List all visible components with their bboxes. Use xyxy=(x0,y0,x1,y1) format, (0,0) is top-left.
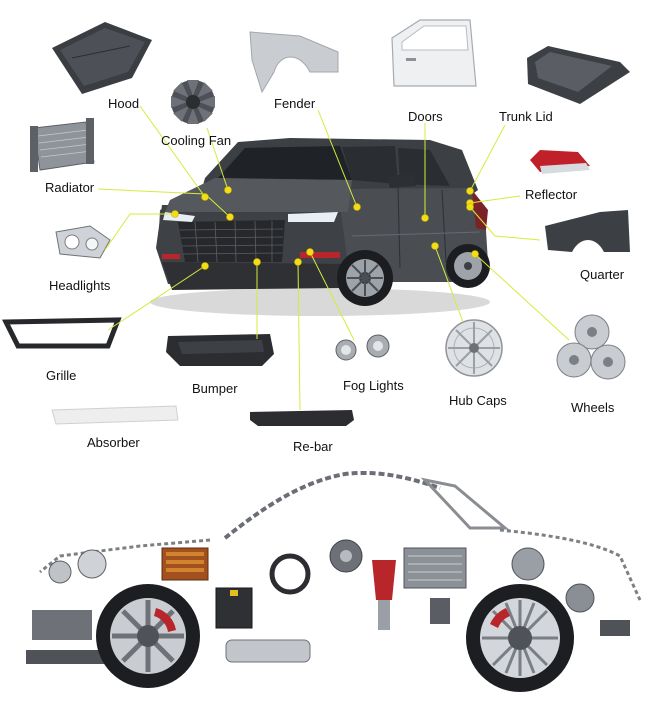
absorber-part-image xyxy=(51,405,179,425)
label-hood: Hood xyxy=(108,96,139,111)
label-cooling-fan: Cooling Fan xyxy=(161,133,231,148)
label-fender: Fender xyxy=(274,96,316,111)
label-quarter: Quarter xyxy=(580,267,625,282)
rebar-part-image xyxy=(250,410,354,426)
trunk-lid-part-image xyxy=(527,46,630,104)
wheels-part-image xyxy=(556,314,626,380)
fender-part-image xyxy=(249,31,339,94)
quarter-panel-part-image xyxy=(545,210,630,252)
label-doors: Doors xyxy=(408,109,443,124)
label-re-bar: Re-bar xyxy=(293,439,333,454)
car-shaped-parts-collage-image xyxy=(26,470,642,692)
label-absorber: Absorber xyxy=(87,435,140,450)
cooling-fan-part-image xyxy=(171,80,215,124)
reflector-part-image xyxy=(530,150,590,174)
bumper-part-image xyxy=(166,334,274,366)
label-wheels: Wheels xyxy=(571,400,615,415)
label-bumper: Bumper xyxy=(192,381,238,396)
label-radiator: Radiator xyxy=(45,180,95,195)
label-trunk-lid: Trunk Lid xyxy=(499,109,553,124)
label-reflector: Reflector xyxy=(525,187,578,202)
suv-car-image xyxy=(150,138,490,316)
label-hub-caps: Hub Caps xyxy=(449,393,507,408)
label-headlights: Headlights xyxy=(49,278,111,293)
label-grille: Grille xyxy=(46,368,76,383)
headlight-part-image xyxy=(55,225,111,259)
grille-part-image xyxy=(1,317,122,349)
label-fog-lights: Fog Lights xyxy=(343,378,404,393)
door-part-image xyxy=(391,19,477,87)
hub-cap-part-image xyxy=(445,319,503,377)
fog-lights-part-image xyxy=(335,334,390,361)
radiator-part-image xyxy=(30,118,95,172)
hood-part-image xyxy=(52,22,152,94)
leader-dots xyxy=(171,186,479,270)
